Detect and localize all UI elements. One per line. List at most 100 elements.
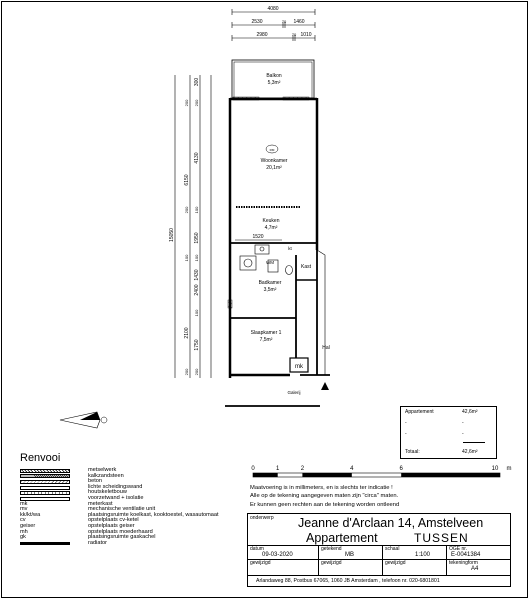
dim-wall-e: 100 [184, 254, 189, 261]
dim-top2-mid: 70 [292, 32, 297, 37]
room-mk: mk [295, 364, 304, 370]
room-keuken: Keuken [263, 218, 280, 224]
room-woonkamer-area: 20,1m² [266, 165, 282, 171]
dim-top-mid: 70 [282, 19, 287, 24]
footer-address: Arlandaweg 88, Postbus 67065, 1060 JB Am… [248, 575, 510, 586]
area-row: - - [405, 431, 464, 437]
cell-oge: OGE nr. E-0041384 [446, 545, 510, 559]
legend-label: radiator [88, 539, 107, 546]
dim-wall-h: 200 [184, 368, 189, 375]
dim-left-300: 300 [194, 78, 200, 87]
legend-item: voorzetwand + isolatie [20, 494, 250, 502]
top-dimensions: 4080 2530 70 1460 2980 70 1010 [231, 6, 316, 41]
cell-gewijzigd-1: gewijzigd [248, 559, 318, 575]
bathroom-fixtures [239, 244, 293, 275]
room-badkamer: Badkamer [259, 280, 282, 286]
area-table: Appartement 42,6m² - - - - Totaal: 42,6m… [400, 406, 497, 459]
legend-label: voorzetwand + isolatie [88, 494, 144, 501]
room-kast: Kast [301, 264, 312, 270]
dim-left-2100: 2100 [184, 327, 190, 338]
dim-top2-left: 2980 [256, 32, 267, 38]
dim-wall-c: 200 [184, 206, 189, 213]
cell-gewijzigd-3: gewijzigd [382, 559, 446, 575]
legend: Renvooi metselwerk kalkzandsteen beton l… [20, 452, 250, 546]
smoke-detector-icon [265, 144, 279, 154]
scale-tick-2: 2 [301, 466, 305, 472]
cell-getekend: getekend MB [318, 545, 382, 559]
keuken-width-dim: 1520 [252, 234, 263, 240]
legend-item: lichte scheidingswand [20, 484, 250, 491]
scale-tick-4: 4 [350, 466, 354, 472]
room-balkon-area: 5,3m² [268, 80, 281, 86]
legend-abbr: gk plaatsingsruimte gaskachel [20, 534, 156, 541]
legend-item: beton [20, 479, 250, 485]
concrete-swatch [20, 479, 70, 484]
dim-left-2400: 2400 [194, 284, 200, 295]
subtitle-appartement: Appartement [306, 531, 378, 545]
dim-left-1430: 1430 [194, 269, 200, 280]
legend-abbr: cv opstelplaats cv-ketel [20, 517, 139, 524]
note-line: Alle op de tekening aangegeven maten zij… [250, 493, 399, 500]
title-block: onderwerp Jeanne d'Arclaan 14, Amstelvee… [247, 513, 511, 587]
title-grid: datum 09-03-2020 getekend MB schaal 1:10… [248, 545, 510, 575]
dim-left-1750: 1750 [194, 339, 200, 350]
dim-wall-i: 200 [194, 368, 199, 375]
radiator-swatch [20, 542, 70, 546]
dim-left-total: 15050 [169, 228, 175, 242]
insul-swatch [20, 496, 70, 501]
window-hatch [227, 299, 233, 309]
room-woonkamer: Woonkamer [261, 158, 288, 164]
scale-unit: m [507, 466, 512, 472]
note-line: Er kunnen geen rechten aan de tekening w… [250, 501, 400, 508]
scale-tick-0: 0 [251, 466, 255, 472]
legend-abbr: mv mechanische ventilatie unit [20, 506, 156, 513]
legend-abbr: mk meterkast [20, 500, 113, 507]
window-hatch [282, 96, 310, 101]
dim-left-1950: 1950 [194, 232, 200, 243]
dim-wall-a: 200 [184, 99, 189, 106]
legend-abbr: mh opstelplaats moederhaard [20, 528, 153, 535]
subtitle-tussen: TUSSEN [414, 531, 469, 545]
legend-label: kalkzandsteen [88, 472, 124, 479]
room-hal: Hal [322, 345, 330, 351]
scale-tick-10: 10 [492, 466, 499, 472]
dim-top-left: 2530 [251, 19, 262, 25]
room-kt: kt [288, 246, 292, 251]
dim-wall-b: 200 [194, 99, 199, 106]
note-line: Maatvoering is in millimeters, en is sle… [250, 485, 393, 491]
blank-swatch [20, 485, 70, 490]
total-rule [463, 442, 485, 443]
dim-left-4130: 4130 [194, 152, 200, 163]
address-title: Jeanne d'Arclaan 14, Amstelveen [298, 516, 484, 530]
dim-wall-d: 100 [194, 206, 199, 213]
legend-item: houtskeletbouw [20, 490, 250, 496]
hatch-swatch [20, 468, 70, 473]
room-slaapkamer-area: 7,5m² [260, 337, 273, 343]
cell-tekeningform: tekeningform A4 [446, 559, 510, 575]
cell-gewijzigd-2: gewijzigd [318, 559, 382, 575]
area-row: Appartement 42,6m² [405, 409, 478, 415]
dim-left-6150: 6150 [184, 174, 190, 185]
entrance-arrow-icon [321, 382, 329, 390]
dim-top2-right: 1010 [300, 32, 311, 38]
north-arrow-icon [59, 411, 108, 429]
dim-top-total: 4080 [267, 6, 278, 12]
dim-wall-g: 100 [194, 309, 199, 316]
room-galerij: Galerij [287, 390, 300, 395]
room-balkon: Balkon [266, 73, 282, 79]
left-dimensions [174, 75, 212, 378]
legend-label: houtskeletbouw [88, 489, 127, 496]
onderwerp-label: onderwerp [250, 515, 274, 521]
scale-tick-1: 1 [276, 466, 280, 472]
legend-item: metselwerk [20, 467, 250, 474]
legend-abbr: kk/kt/wa plaatsingsruimte koelkast, kook… [20, 511, 219, 518]
room-badkamer-area: 3,5m² [264, 287, 277, 293]
scale-bar: 0 1 2 4 6 10 m [251, 466, 512, 478]
area-row: - - [405, 420, 464, 426]
room-wm: WM [266, 260, 274, 265]
dense-swatch [20, 474, 70, 479]
scale-tick-6: 6 [400, 466, 404, 472]
cell-datum: datum 09-03-2020 [248, 545, 318, 559]
